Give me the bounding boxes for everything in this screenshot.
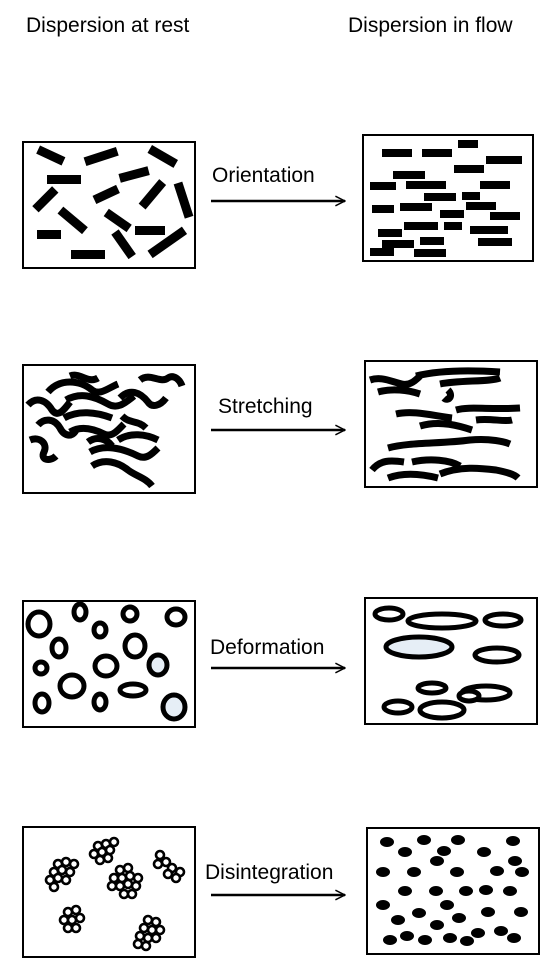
rest-droplets [25, 601, 188, 722]
rest-chains [25, 371, 186, 489]
rest-aggregates [44, 836, 186, 952]
row-orientation: Orientation [22, 134, 534, 269]
row-deformation: Deformation [22, 597, 538, 728]
label-orientation: Orientation [212, 164, 315, 187]
flow-particles [376, 835, 529, 946]
flow-chains [368, 367, 521, 482]
flow-droplets [372, 605, 524, 721]
row-disintegration: Disintegration [22, 826, 540, 958]
label-disintegration: Disintegration [205, 861, 333, 884]
label-stretching: Stretching [218, 395, 313, 418]
label-deformation: Deformation [210, 636, 324, 659]
rest-box-stretching [22, 364, 196, 494]
header-dispersion-in-flow: Dispersion in flow [348, 14, 513, 37]
flow-rods [370, 140, 522, 257]
header-dispersion-at-rest: Dispersion at rest [26, 14, 190, 37]
rest-rods [32, 145, 194, 260]
row-stretching: Stretching [22, 360, 538, 494]
